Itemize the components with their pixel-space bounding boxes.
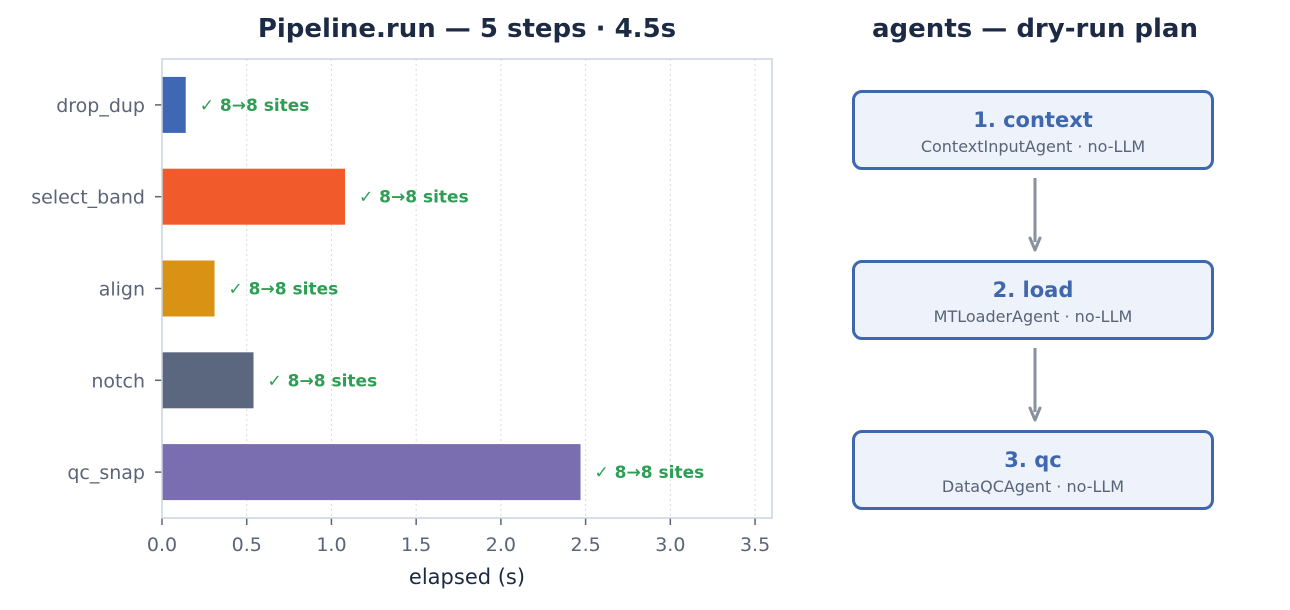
x-axis: 0.0 0.5 1.0 1.5 2.0 2.5 3.0 3.5 <box>147 518 770 556</box>
x-tick-label: 3.5 <box>740 534 770 556</box>
data-label: ✓ 8→8 sites <box>229 280 339 300</box>
x-axis-label: elapsed (s) <box>409 565 525 589</box>
chart-bars <box>162 76 581 501</box>
data-label: ✓ 8→8 sites <box>595 463 705 483</box>
plan-step-subtitle: MTLoaderAgent · no-LLM <box>933 307 1133 326</box>
x-tick-label: 0.5 <box>232 534 262 556</box>
x-tick-label: 3.0 <box>655 534 685 556</box>
bar-align <box>162 260 215 317</box>
data-label: ✓ 8→8 sites <box>359 188 469 208</box>
x-tick-label: 1.0 <box>316 534 346 556</box>
down-arrow-icon <box>1028 178 1042 252</box>
x-tick-label: 1.5 <box>401 534 431 556</box>
bar-notch <box>162 352 254 409</box>
y-tick-label: qc_snap <box>67 462 145 484</box>
y-tick-label: select_band <box>31 187 145 209</box>
data-labels: ✓ 8→8 sites ✓ 8→8 sites ✓ 8→8 sites ✓ 8→8 s… <box>200 96 705 483</box>
x-tick-label: 2.5 <box>571 534 601 556</box>
x-tick-label: 2.0 <box>486 534 516 556</box>
bar-qc_snap <box>162 444 581 501</box>
plot-frame <box>161 58 773 519</box>
y-tick-label: drop_dup <box>56 95 145 117</box>
plan-step-context: 1. context ContextInputAgent · no-LLM <box>852 90 1214 170</box>
plan-step-title: 3. qc <box>1004 448 1062 472</box>
chart-title: Pipeline.run — 5 steps · 4.5s <box>257 14 677 44</box>
plan-step-subtitle: DataQCAgent · no-LLM <box>941 477 1125 496</box>
bar-drop_dup <box>162 76 186 133</box>
bar-select_band <box>162 168 345 225</box>
data-label: ✓ 8→8 sites <box>200 96 310 116</box>
down-arrow-icon <box>1028 348 1042 422</box>
plan-step-subtitle: ContextInputAgent · no-LLM <box>920 137 1146 156</box>
y-tick-label: align <box>99 279 145 301</box>
y-tick-label: notch <box>91 370 145 392</box>
data-label: ✓ 8→8 sites <box>268 371 378 391</box>
plan-step-title: 1. context <box>973 108 1093 132</box>
plan-step-load: 2. load MTLoaderAgent · no-LLM <box>852 260 1214 340</box>
plan-title: agents — dry-run plan <box>872 14 1198 44</box>
x-tick-label: 0.0 <box>147 534 177 556</box>
plan-step-title: 2. load <box>992 278 1074 302</box>
plan-step-qc: 3. qc DataQCAgent · no-LLM <box>852 430 1214 510</box>
